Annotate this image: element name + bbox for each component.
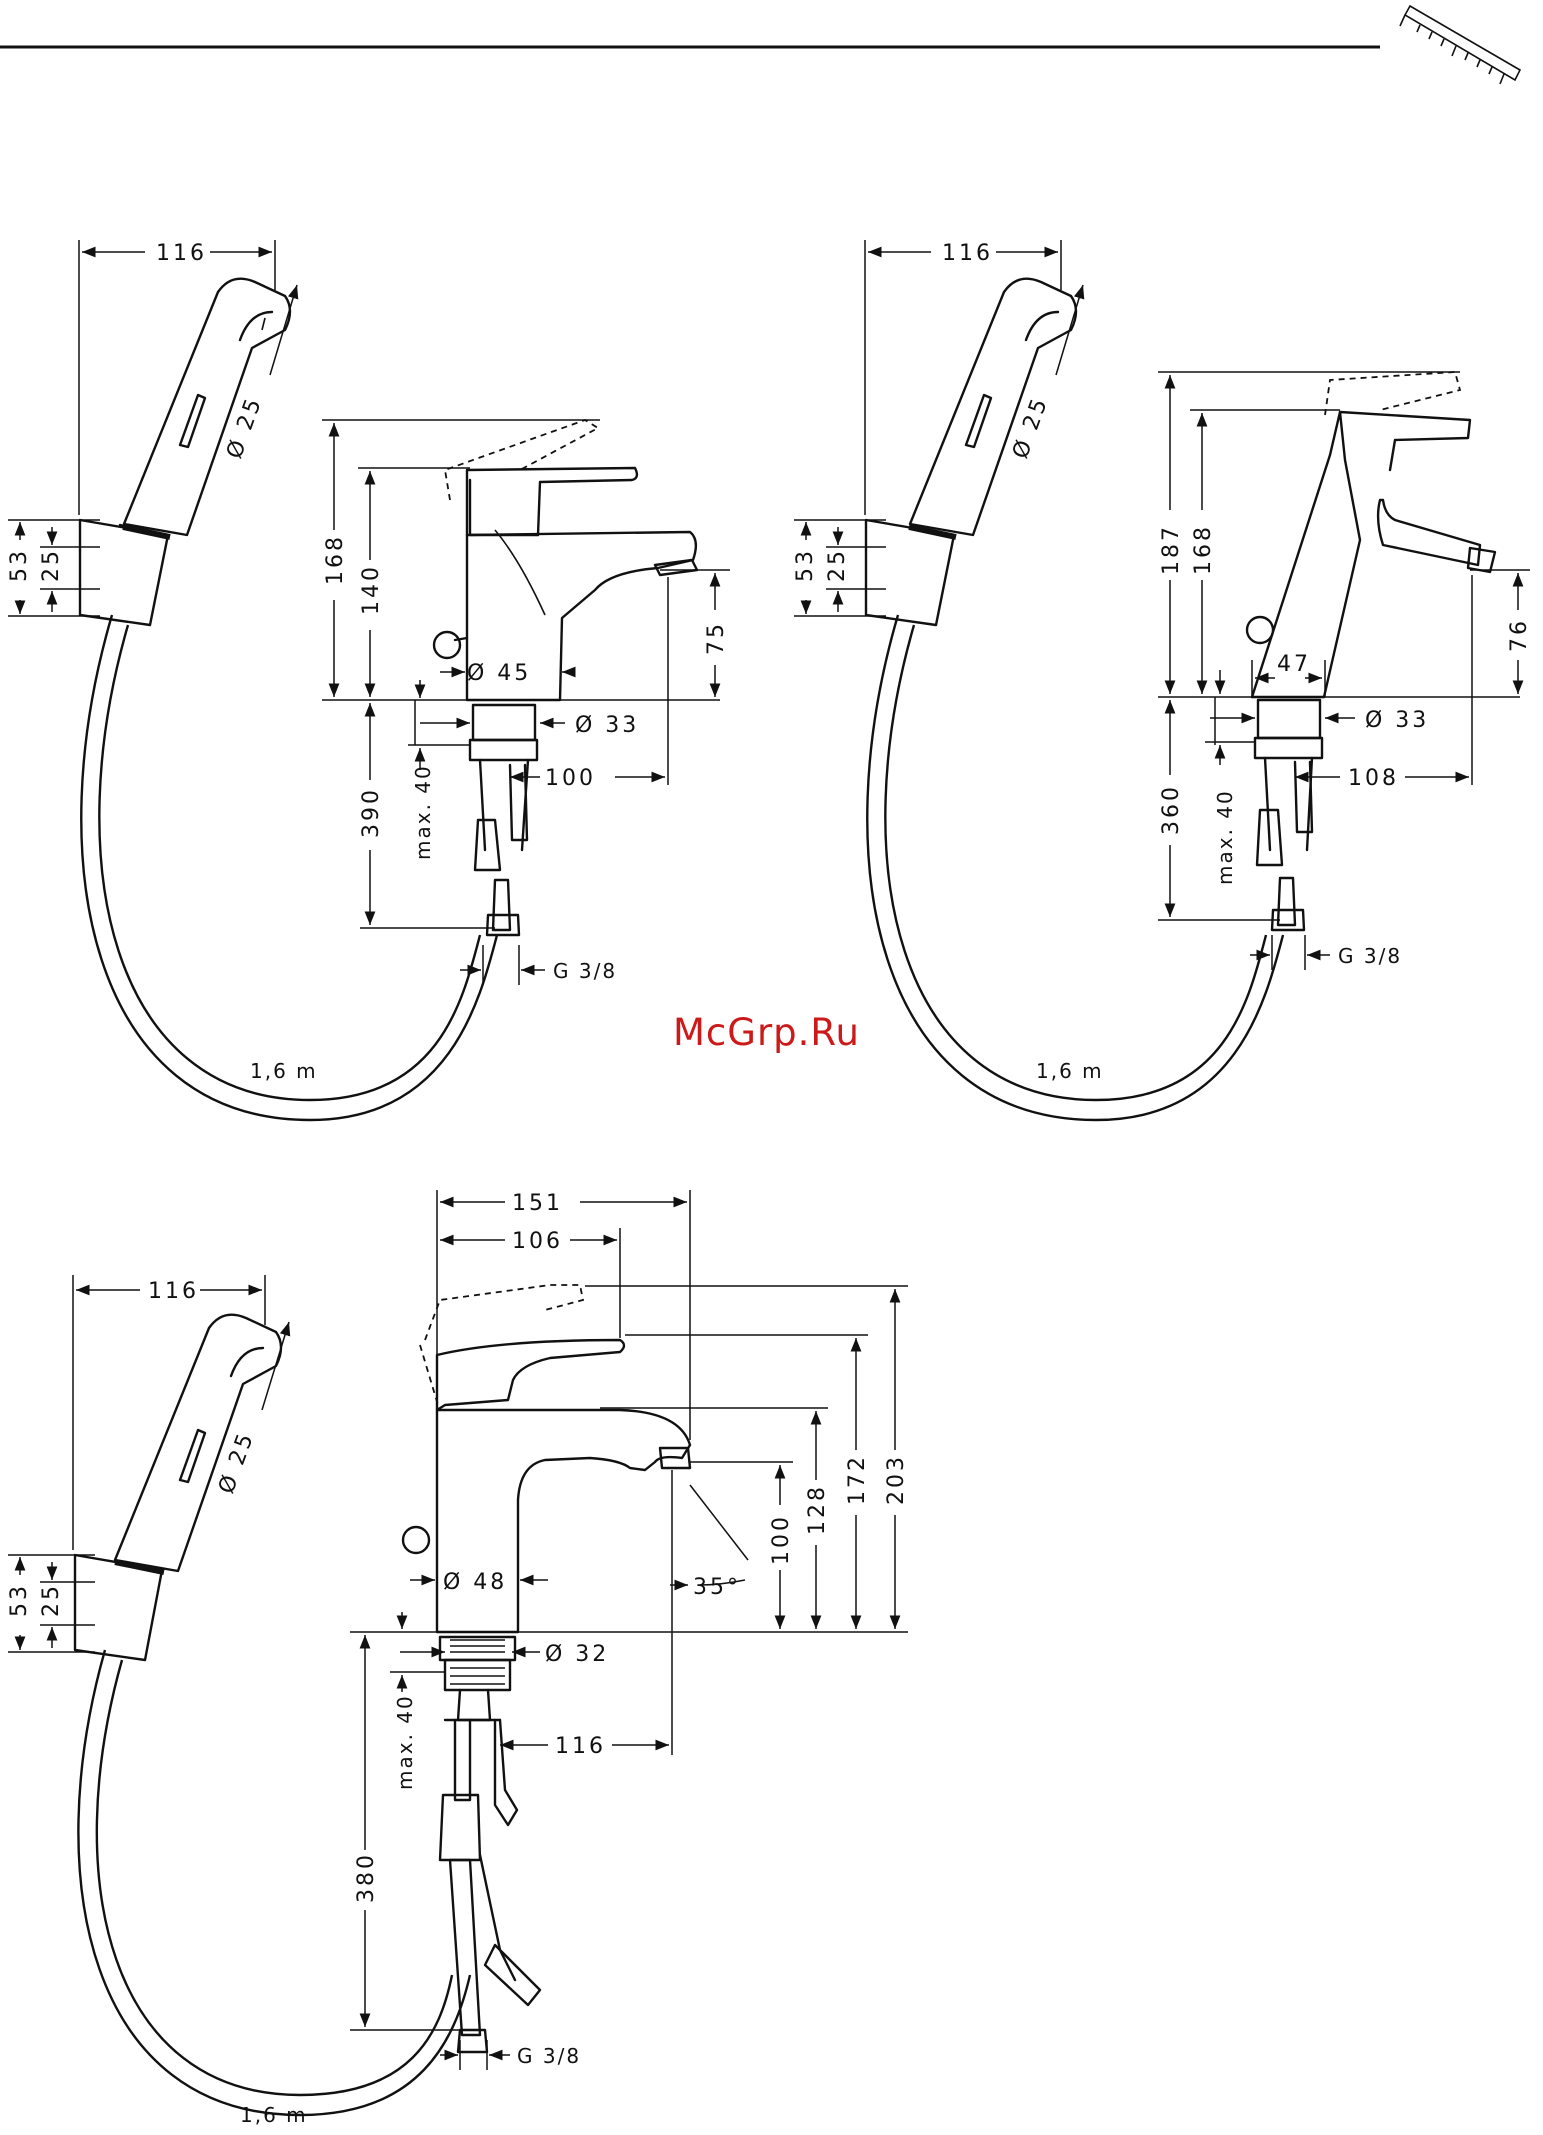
- dim-max-thickness: max. 40: [411, 764, 435, 860]
- dim-shower-diameter: Ø 25: [214, 1428, 259, 1497]
- dim-shower-width: 116: [942, 241, 993, 266]
- hose-length: 1,6 m: [1036, 1059, 1104, 1083]
- dim-spout-height: 75: [704, 621, 729, 655]
- diagram-top-left: 116 Ø 25 53 25 168 140: [7, 240, 730, 1120]
- dim-spout-angle: 35°: [693, 1575, 741, 1600]
- dim-body-height: 168: [1191, 524, 1216, 575]
- dim-holder-inner: 25: [39, 548, 64, 582]
- dim-spout-height: 76: [1507, 618, 1532, 652]
- dim-spout-reach: 100: [545, 766, 596, 791]
- hose-length: 1,6 m: [250, 1059, 318, 1083]
- dim-body-diameter: Ø 48: [443, 1570, 507, 1595]
- hose-length: 1,6 m: [240, 2103, 308, 2127]
- dim-shower-width: 116: [156, 241, 207, 266]
- dim-shower-width: 116: [148, 1279, 199, 1304]
- shower-holder: [80, 520, 170, 625]
- dim-body-diameter: Ø 45: [467, 661, 531, 686]
- dim-spout-reach: 108: [1348, 766, 1399, 791]
- dim-max-thickness: max. 40: [393, 1694, 417, 1790]
- dim-body-height: 128: [805, 1484, 830, 1535]
- dim-spout-height: 100: [769, 1514, 794, 1565]
- dim-holder-height: 53: [7, 548, 32, 582]
- dim-connection: G 3/8: [1338, 944, 1402, 968]
- dim-mount-depth: 360: [1159, 784, 1184, 835]
- dimensions: 116 Ø 25 53 25 168 140: [7, 240, 730, 1083]
- dim-total-width: 151: [512, 1191, 563, 1216]
- dim-holder-inner: 25: [825, 548, 850, 582]
- dim-mount-depth: 380: [354, 1852, 379, 1903]
- dim-holder-inner: 25: [39, 1583, 64, 1617]
- shower-holder: [75, 1555, 164, 1660]
- dim-overall-height: 168: [323, 534, 348, 585]
- dim-body-diameter: 47: [1277, 652, 1311, 677]
- dim-mount-depth: 390: [359, 787, 384, 838]
- watermark: McGrp.Ru: [673, 1011, 860, 1054]
- dim-holder-height: 53: [7, 1583, 32, 1617]
- dim-holder-height: 53: [793, 548, 818, 582]
- dim-overall-height: 203: [884, 1454, 909, 1505]
- dim-lever-height: 172: [845, 1454, 870, 1505]
- diagram-top-right: 116 Ø 25 53 25 187 168: [793, 240, 1532, 1120]
- dim-shower-diameter: Ø 25: [222, 393, 267, 462]
- dim-shower-diameter: Ø 25: [1008, 393, 1053, 462]
- dim-lever-width: 106: [512, 1229, 563, 1254]
- faucet-body: [403, 1285, 690, 2052]
- faucet-body: [1247, 372, 1495, 930]
- dim-connection: G 3/8: [553, 959, 617, 983]
- diagram-bottom: 116 Ø 25 53 25 151 106: [7, 1190, 909, 2127]
- dim-thread-diameter: Ø 33: [1365, 708, 1429, 733]
- dim-max-thickness: max. 40: [1213, 789, 1237, 885]
- ruler-icon: [1400, 6, 1520, 84]
- dim-connection: G 3/8: [517, 2044, 581, 2068]
- dim-spout-reach: 116: [555, 1734, 606, 1759]
- shower-holder: [866, 520, 956, 625]
- dim-body-height: 140: [359, 564, 384, 615]
- dim-thread-diameter: Ø 32: [545, 1642, 609, 1667]
- dim-thread-diameter: Ø 33: [575, 713, 639, 738]
- dim-overall-height: 187: [1159, 524, 1184, 575]
